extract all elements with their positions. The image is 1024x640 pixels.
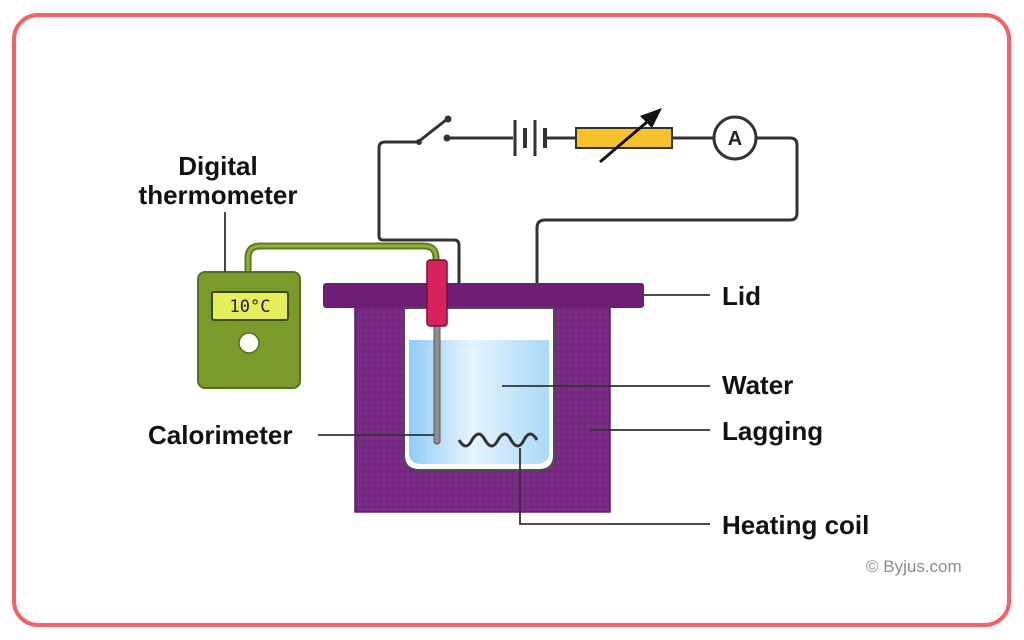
battery-icon — [513, 120, 547, 156]
lid — [323, 283, 644, 308]
thermometer-button — [238, 332, 260, 354]
label-lagging: Lagging — [722, 416, 823, 446]
label-digital: Digital — [178, 151, 257, 181]
switch — [416, 115, 452, 145]
circuit-wires — [377, 136, 799, 440]
ammeter: A — [712, 115, 758, 161]
thermometer-probe — [426, 259, 448, 445]
heating-coil-icon — [457, 432, 539, 448]
copyright-text: © Byjus.com — [866, 557, 962, 576]
digital-thermometer: 10°C — [197, 271, 301, 389]
ammeter-symbol: A — [728, 128, 742, 150]
lcd-screen — [211, 291, 289, 321]
label-calorimeter: Calorimeter — [148, 420, 293, 450]
label-water: Water — [722, 370, 793, 400]
leader-lines — [224, 212, 710, 525]
thermometer-reading: 10°C — [230, 297, 271, 317]
label-lid: Lid — [722, 281, 761, 311]
label-thermometer: thermometer — [139, 180, 298, 210]
label-heating-coil: Heating coil — [722, 510, 869, 540]
water-fill — [409, 340, 549, 464]
variable-resistor-icon — [575, 108, 673, 164]
